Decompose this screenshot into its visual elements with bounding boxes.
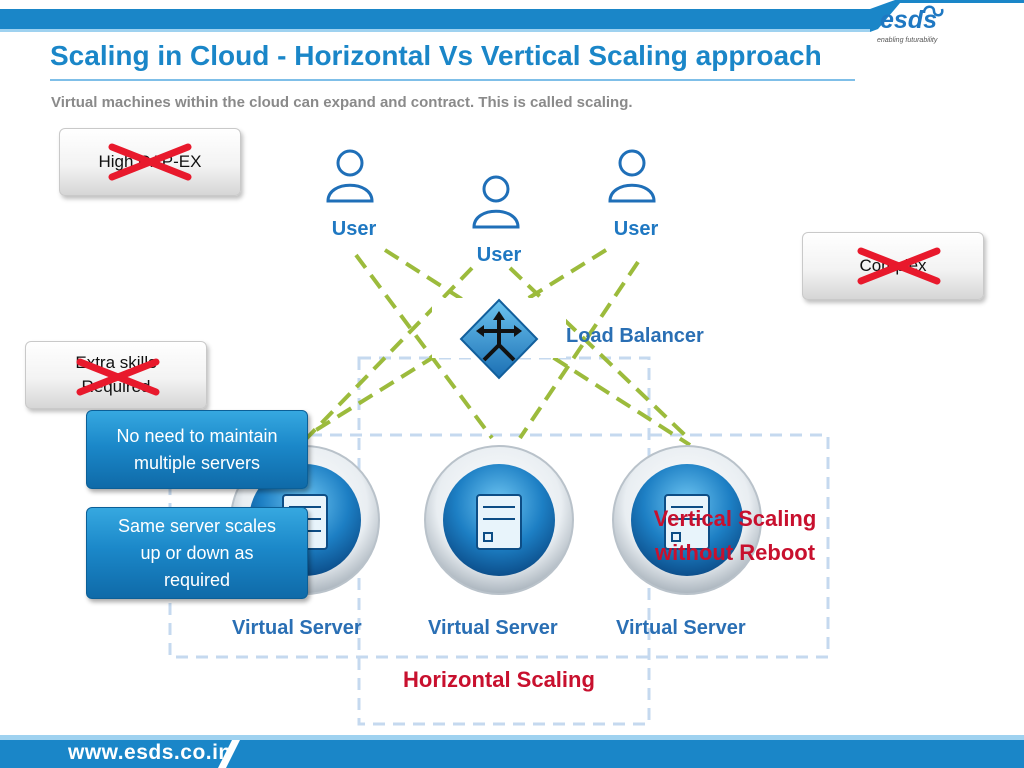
- extra-skills-box: Extra skills Required: [25, 341, 207, 409]
- vertical-scaling-line2: without Reboot: [654, 540, 816, 566]
- cross-out-icon: [76, 358, 160, 396]
- page-title: Scaling in Cloud - Horizontal Vs Vertica…: [50, 40, 822, 71]
- virtual-server-label: Virtual Server: [428, 617, 558, 639]
- benefit-line: multiple servers: [133, 452, 261, 473]
- top-bar: [0, 0, 1024, 32]
- footer-website[interactable]: www.esds.co.in: [68, 741, 232, 764]
- user-icon: [326, 149, 374, 203]
- benefit-line: No need to maintain: [116, 425, 278, 446]
- virtual-server-icon: [612, 445, 762, 595]
- user-icon: [608, 149, 656, 203]
- benefit-line: Same server scales: [117, 515, 277, 536]
- page-subtitle: Virtual machines within the cloud can ex…: [51, 94, 633, 111]
- bottom-bar: [0, 735, 1024, 768]
- cross-out-icon: [108, 143, 192, 181]
- benefit-line: up or down as: [140, 542, 254, 563]
- logo-swirl-icon: [922, 5, 944, 17]
- horizontal-scaling-label: Horizontal Scaling: [403, 667, 595, 692]
- esds-logo: esds: [880, 6, 937, 34]
- load-balancer-label: Load Balancer: [566, 325, 704, 347]
- user-icon: [472, 175, 520, 229]
- user-label: User: [613, 218, 659, 240]
- vertical-scaling-label: Vertical Scaling without Reboot: [640, 502, 830, 570]
- benefit-box: No need to maintain multiple servers: [86, 410, 308, 489]
- benefit-line: required: [163, 569, 231, 590]
- title-divider: [50, 79, 855, 81]
- logo-tagline: enabling futurability: [877, 37, 938, 44]
- vertical-scaling-line1: Vertical Scaling: [653, 506, 817, 531]
- cross-out-icon: [857, 247, 941, 285]
- user-label: User: [476, 244, 522, 266]
- virtual-server-label: Virtual Server: [616, 617, 746, 639]
- user-label: User: [331, 218, 377, 240]
- virtual-server-label: Virtual Server: [232, 617, 362, 639]
- load-balancer-icon: [459, 298, 539, 380]
- benefit-box: Same server scales up or down as require…: [86, 507, 308, 599]
- virtual-server-icon: [424, 445, 574, 595]
